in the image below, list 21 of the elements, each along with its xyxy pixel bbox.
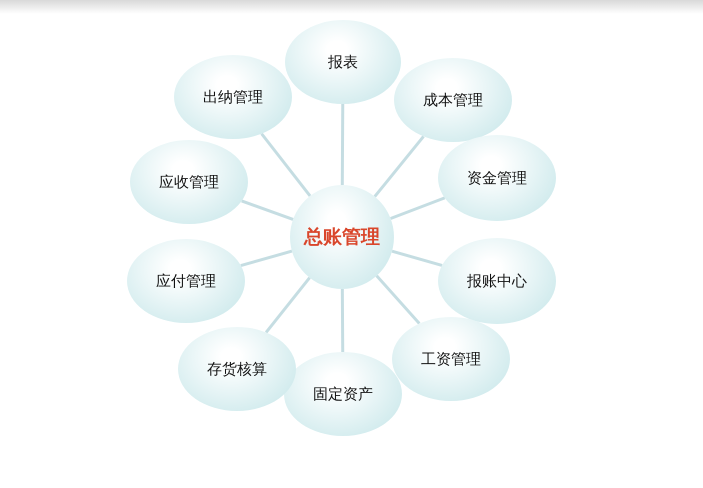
node-label: 工资管理: [421, 348, 481, 370]
node-label: 应收管理: [159, 172, 219, 193]
connector-line: [241, 200, 294, 221]
connector-line: [392, 250, 442, 267]
node-label: 总账管理: [304, 224, 380, 250]
connector-line: [374, 135, 425, 198]
connector-line: [376, 274, 420, 325]
node-label: 存货核算: [207, 358, 267, 380]
node-label: 报账中心: [467, 270, 527, 292]
connector-line: [264, 276, 311, 334]
node-label: 固定资产: [313, 384, 373, 405]
connector-line: [240, 250, 292, 267]
connector-line: [260, 132, 312, 197]
connector-line: [390, 196, 446, 220]
node-label: 资金管理: [467, 168, 527, 189]
connector-line: [340, 288, 344, 352]
node-label: 出纳管理: [203, 86, 263, 108]
node-label: 应付管理: [156, 270, 216, 292]
connector-line: [340, 104, 344, 186]
node-label: 报表: [328, 52, 358, 73]
node-label: 成本管理: [423, 90, 483, 111]
